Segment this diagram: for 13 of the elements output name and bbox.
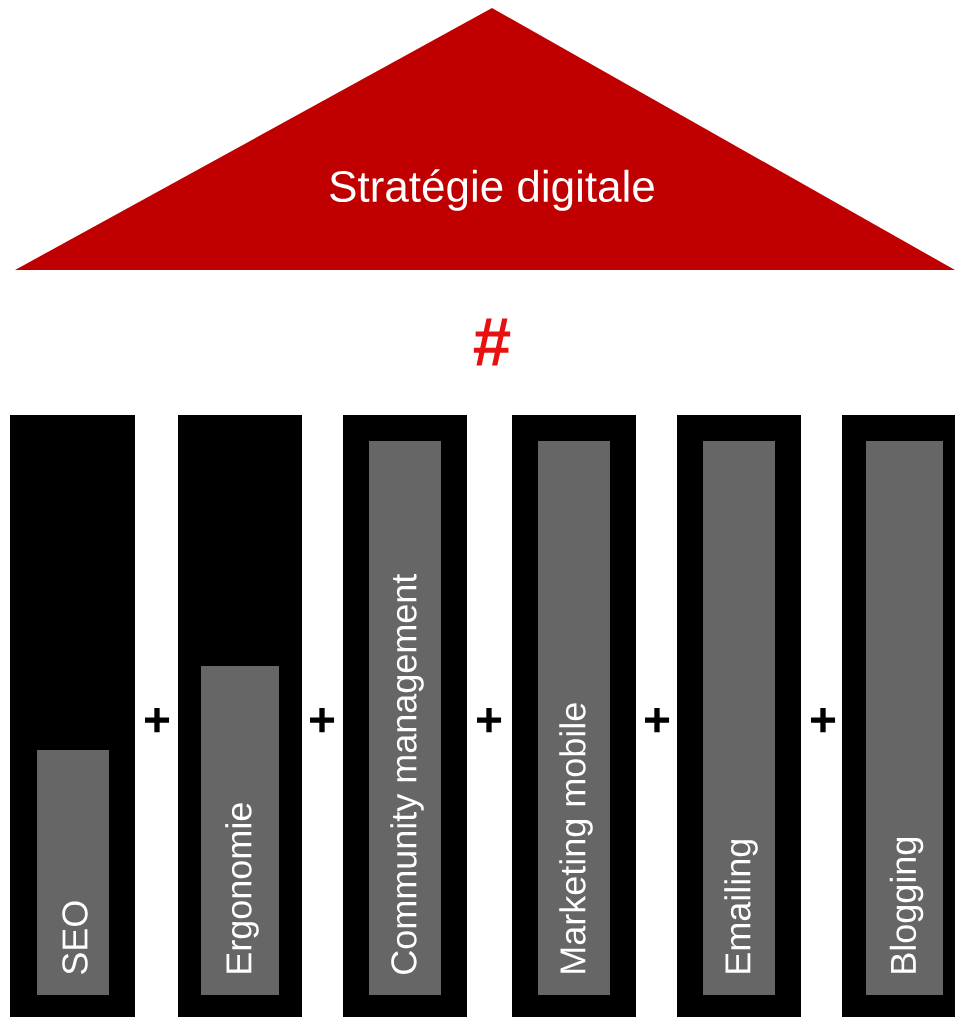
pillar: Community management [343, 415, 467, 1017]
plus-sign: + [477, 707, 502, 733]
pillar: Emailing [677, 415, 801, 1017]
pillar: SEO [10, 415, 135, 1017]
pillar: Marketing mobile [512, 415, 636, 1017]
hash-sign: # [473, 318, 511, 366]
plus-sign: + [310, 707, 335, 733]
plus-sign: + [145, 707, 170, 733]
plus-sign: + [811, 707, 836, 733]
pillar: Ergonomie [178, 415, 302, 1017]
plus-sign: + [645, 707, 670, 733]
pillar: Blogging [842, 415, 955, 1017]
roof-triangle: Stratégie digitale [15, 8, 955, 270]
